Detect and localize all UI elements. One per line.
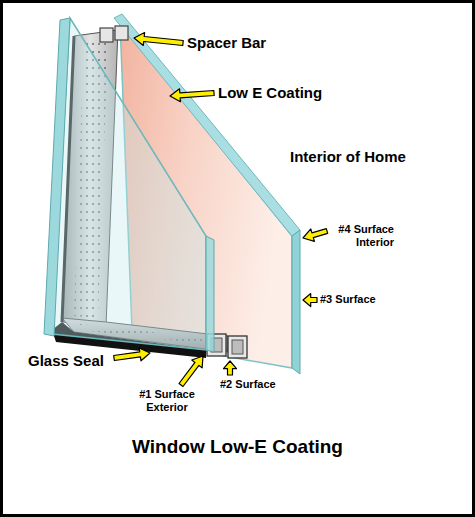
interior-pane-side-edge [292,230,300,374]
part-label: Interior of Home [290,148,406,165]
part-label: #1 Surface Exterior [135,388,199,413]
part-label: #2 Surface [220,378,276,391]
spacer-end [232,340,243,354]
leader-arrow [170,89,214,102]
leader-arrow [114,348,150,361]
part-label: #3 Surface [320,293,376,306]
exterior-pane-edge [44,18,70,336]
part-label: Glass Seal [28,352,104,369]
spacer-end [115,26,128,40]
spacer-end [228,336,247,358]
leader-arrow [224,361,237,375]
leader-arrow [179,356,203,387]
leader-arrow [303,229,328,242]
part-label: Low E Coating [218,84,322,101]
spacer-end [100,28,113,42]
exterior-pane-edge [206,236,214,352]
exterior-pane [52,18,206,350]
leader-arrow [134,33,183,46]
part-label: #4 Surface Interior [330,223,394,248]
diagram-title: Window Low-E Coating [0,436,475,458]
part-label: Spacer Bar [187,34,266,51]
leader-arrow [303,294,317,307]
